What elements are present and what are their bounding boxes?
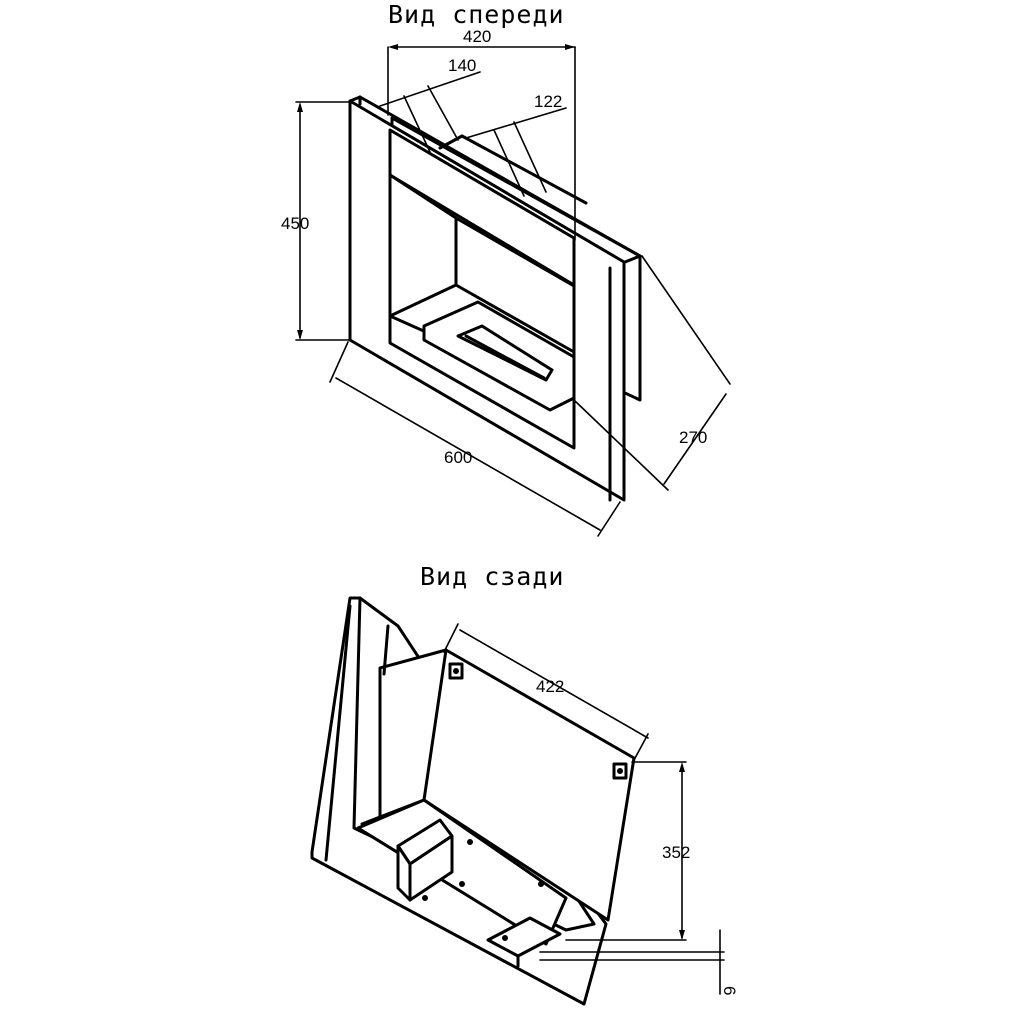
dim-arrow-352-bottom (679, 930, 685, 940)
back-mount-hole-top-dot (453, 668, 459, 674)
back-screw-5 (467, 839, 473, 845)
back-bracket (486, 916, 562, 958)
dim-arrow-420-right (565, 44, 575, 50)
back-compartment-side (408, 834, 454, 902)
dim-ext-270-top (641, 255, 731, 385)
front-frame-top-back (358, 95, 642, 258)
dim-ext-270-bottom (573, 399, 669, 491)
dim-label-422: 422 (536, 677, 564, 696)
dim-ext-140-a (403, 95, 431, 153)
dim-ext-600-right (597, 501, 621, 537)
dim-label-420: 420 (463, 27, 491, 46)
dim-arrow-420-left (388, 44, 398, 50)
dim-ext-122-a (493, 129, 525, 197)
back-view: Вид сзади 422 (310, 562, 739, 1006)
back-frame-thickness (324, 604, 352, 862)
dim-arrow-450-top (297, 102, 303, 112)
front-burner-flame-line (464, 334, 546, 380)
back-box-side-edge (382, 624, 390, 676)
back-lower-tray (356, 798, 568, 946)
front-frame-top-lip (348, 95, 362, 103)
back-screw-1 (422, 895, 428, 901)
front-top-box-ridge (460, 134, 588, 205)
dim-label-122: 122 (534, 92, 562, 111)
back-screw-3 (502, 935, 508, 941)
dim-line-122 (465, 107, 567, 139)
dim-ext-422-right (633, 733, 649, 761)
dim-line-422 (459, 629, 649, 739)
front-burner-slot (456, 324, 554, 382)
back-screw-2 (459, 881, 465, 887)
front-firebox-floor-edge (388, 283, 458, 318)
front-top-box-step (438, 134, 464, 150)
dim-label-600: 600 (444, 448, 472, 467)
dim-line-270 (663, 393, 727, 485)
dim-ext-122-b (513, 121, 547, 193)
back-mount-hole-right-dot (617, 768, 623, 774)
dim-label-352: 352 (662, 843, 690, 862)
dim-label-270: 270 (679, 428, 707, 447)
back-view-title: Вид сзади (420, 562, 564, 591)
dim-label-450: 450 (281, 214, 309, 233)
dim-ext-140-b (427, 85, 459, 141)
back-screw-4 (538, 881, 544, 887)
back-panel (422, 648, 636, 922)
front-view: Вид спереди 420 140 (281, 0, 731, 537)
front-firebox-back (454, 216, 576, 354)
front-view-title: Вид спереди (388, 0, 565, 29)
dim-label-6: 6 (720, 986, 739, 995)
dim-ext-600-left (329, 341, 349, 383)
dim-line-600 (335, 377, 601, 531)
dim-arrow-450-bottom (297, 330, 303, 340)
dim-ext-422-left (443, 623, 459, 653)
dim-arrow-352-top (679, 762, 685, 772)
dim-label-140: 140 (448, 56, 476, 75)
front-firebox-ceiling-edge (388, 173, 458, 220)
